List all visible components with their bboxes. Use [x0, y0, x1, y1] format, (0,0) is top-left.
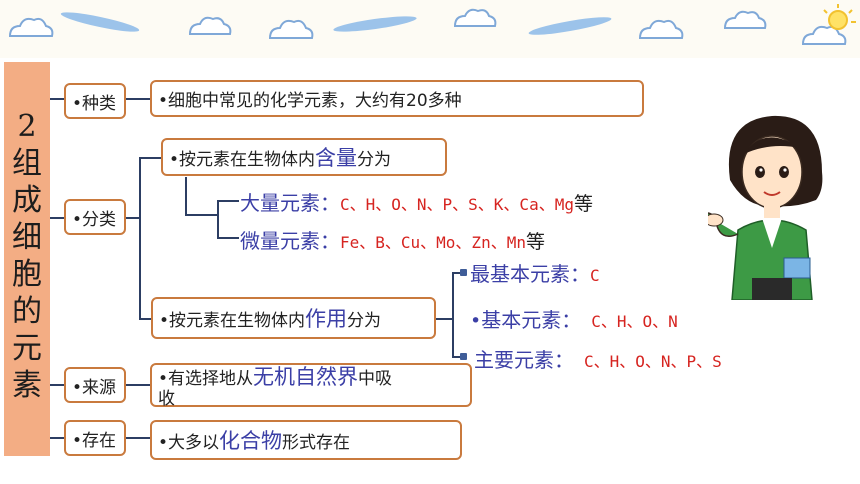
category-source: •来源 — [64, 367, 126, 403]
most-basic-element: 最基本元素：C — [470, 262, 600, 286]
side-title-tab — [4, 62, 50, 456]
teacher-illustration — [708, 115, 823, 300]
classify-by-function: •按元素在生物体内作用分为 — [151, 297, 436, 339]
source-description: •有选择地从无机自然界中吸 收 — [150, 363, 472, 409]
vertical-title: 2 组 成 细 胞 的 元 素 — [12, 109, 42, 403]
basic-elements: •基本元素：C、H、O、N — [470, 308, 678, 332]
macro-elements: 大量元素：C、H、O、N、P、S、K、Ca、Mg等 — [240, 191, 593, 215]
category-kind: •种类 — [64, 83, 126, 119]
main-elements: 主要元素：C、H、O、N、P、S — [474, 348, 722, 372]
exist-description: •大多以化合物形式存在 — [150, 420, 462, 460]
classify-by-content: •按元素在生物体内含量分为 — [161, 138, 447, 176]
category-classify: •分类 — [64, 199, 126, 235]
micro-elements: 微量元素：Fe、B、Cu、Mo、Zn、Mn等 — [240, 229, 545, 253]
decorative-banner — [0, 0, 860, 58]
category-exist: •存在 — [64, 420, 126, 456]
kind-description: •细胞中常见的化学元素，大约有20多种 — [150, 80, 644, 117]
cloud-decoration-icon — [8, 4, 856, 45]
